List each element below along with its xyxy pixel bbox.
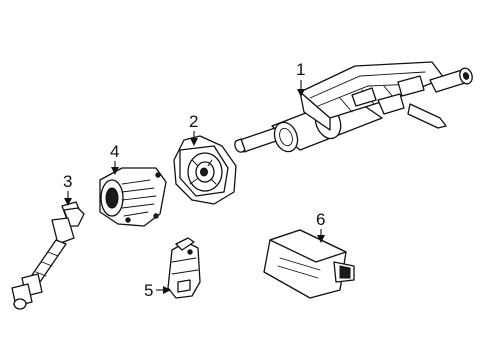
callout-2-label: 2 [189, 112, 198, 131]
callout-5-label: 5 [144, 281, 153, 300]
part-3-intermediate-shaft [11, 201, 85, 310]
callout-1-label: 1 [296, 60, 305, 79]
callout-4: 4 [110, 142, 119, 175]
callout-3-label: 3 [63, 172, 72, 191]
callout-3: 3 [63, 172, 72, 206]
callout-1: 1 [296, 60, 305, 97]
part-2-clock-spring [173, 135, 237, 205]
callout-6: 6 [316, 210, 325, 243]
part-1-steering-column [234, 61, 473, 153]
part-6-control-module [263, 229, 355, 299]
callout-2: 2 [189, 112, 198, 146]
callout-5: 5 [144, 281, 171, 300]
callout-4-label: 4 [110, 142, 119, 161]
part-5-lock-module [167, 237, 201, 299]
callout-6-label: 6 [316, 210, 325, 229]
part-4-column-cover [99, 167, 167, 227]
